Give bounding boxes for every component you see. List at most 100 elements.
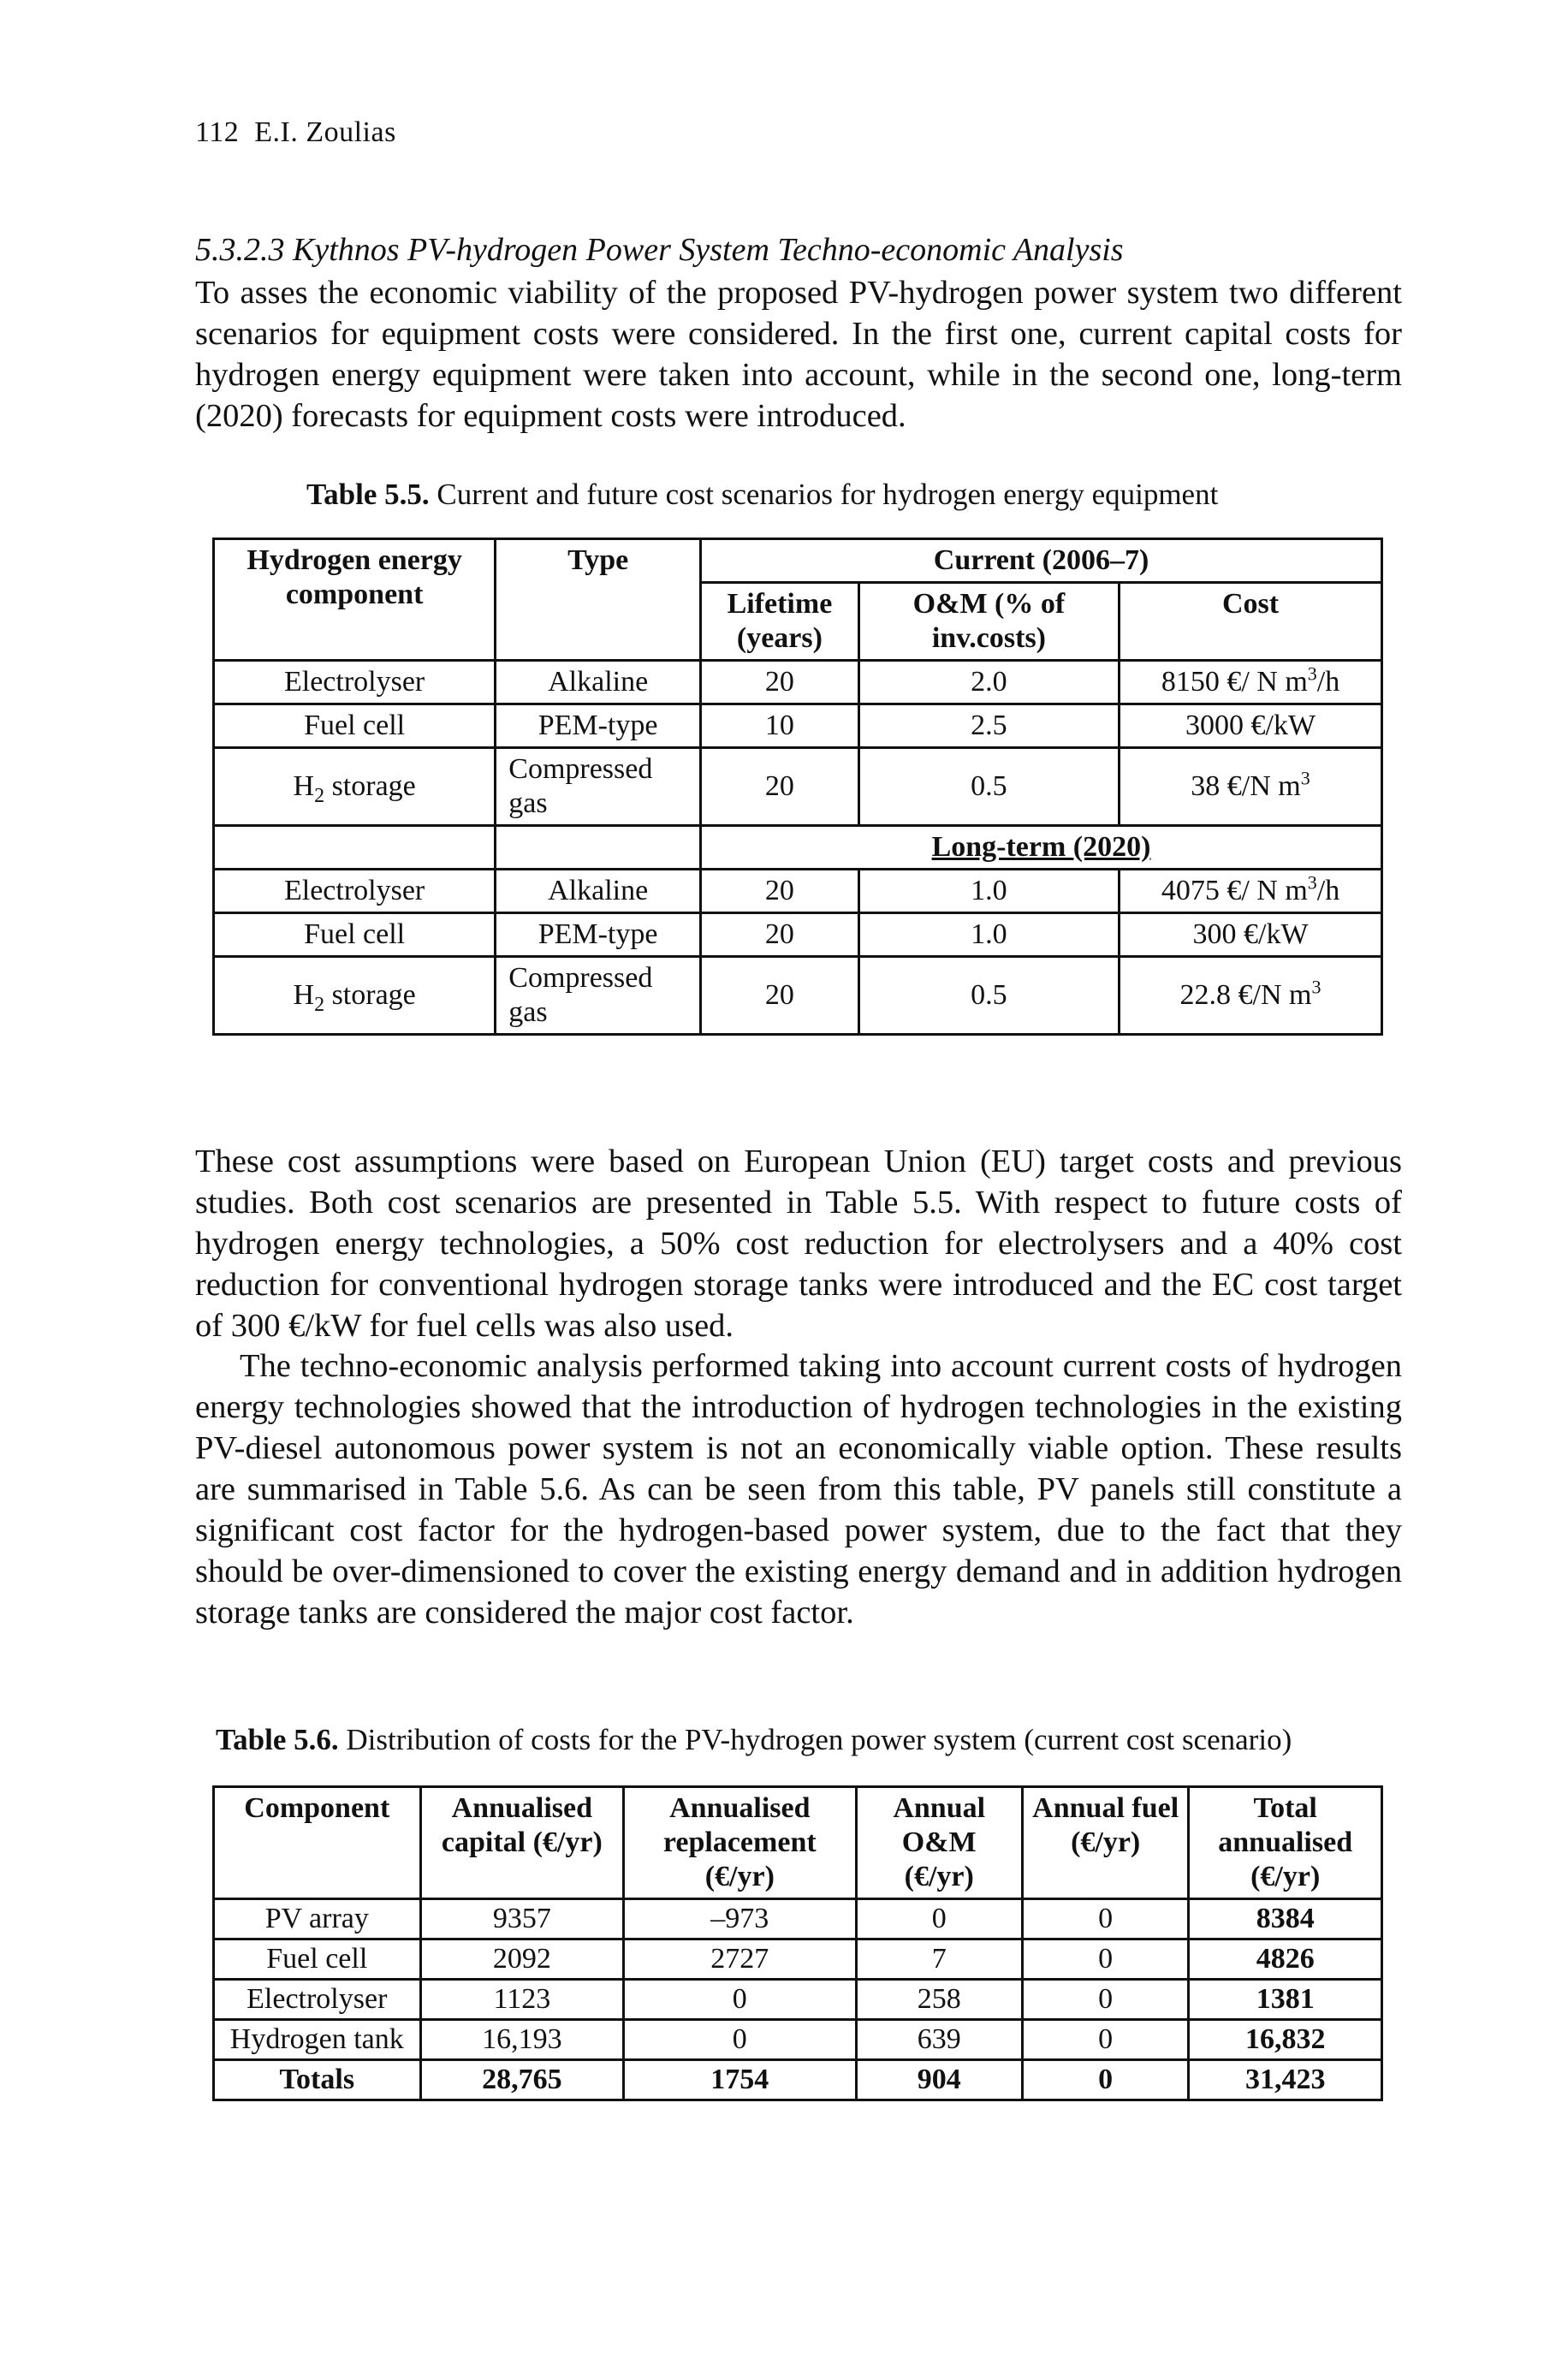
totals-cell: 0 xyxy=(1020,2058,1191,2101)
page-number: 112 xyxy=(195,116,240,148)
table-cell: 2727 xyxy=(622,1938,858,1981)
column-header: Total annualised (€/yr) xyxy=(1187,1785,1383,1900)
table-subheader-row: Lifetime (years)O&M (% of inv.costs)Cost xyxy=(214,581,1383,662)
empty-cell xyxy=(494,824,703,870)
totals-cell: 31,423 xyxy=(1187,2058,1383,2101)
cell-lifetime: 20 xyxy=(699,955,860,1036)
page-header: 112 E.I. Zoulias xyxy=(195,116,396,149)
cell-om: 1.0 xyxy=(857,868,1121,914)
cell-type: Alkaline xyxy=(494,659,703,705)
cost-unit-suffix: /h xyxy=(1316,666,1340,698)
header-lifetime: Lifetime (years) xyxy=(699,581,860,662)
column-header: Annual fuel (€/yr) xyxy=(1020,1785,1191,1900)
table-cell: 7 xyxy=(854,1938,1024,1981)
cell-component: Fuel cell xyxy=(211,912,497,958)
cost-value: 4075 €/ N m xyxy=(1161,875,1308,906)
totals-cell: 1754 xyxy=(622,2058,858,2101)
table-cell: 16,832 xyxy=(1187,2018,1383,2061)
component-name: H xyxy=(293,979,315,1011)
header-om: O&M (% of inv.costs) xyxy=(857,581,1121,662)
table-cell: 0 xyxy=(622,1978,858,2021)
cell-component: Electrolyser xyxy=(211,659,497,705)
cell-cost: 4075 €/ N m3/h xyxy=(1118,868,1383,914)
cell-lifetime: 20 xyxy=(699,912,860,958)
table-cell: 1381 xyxy=(1187,1978,1383,2021)
column-header: Annualised capital (€/yr) xyxy=(419,1785,626,1900)
header-current: Current (2006–7) xyxy=(699,538,1383,584)
longterm-header-row: Long-term (2020) xyxy=(211,824,1383,870)
cell-om: 1.0 xyxy=(857,912,1121,958)
component-name: Fuel cell xyxy=(304,710,406,741)
cell-cost: 38 €/N m3 xyxy=(1118,746,1383,827)
table-cell: 0 xyxy=(1020,1978,1191,2021)
component-name: Electrolyser xyxy=(284,666,425,698)
column-header: Annual O&M (€/yr) xyxy=(854,1785,1024,1900)
table-cell: 0 xyxy=(1020,2018,1191,2061)
cell-component: Fuel cell xyxy=(211,703,497,749)
running-author: E.I. Zoulias xyxy=(254,116,396,148)
cell-cost: 22.8 €/N m3 xyxy=(1118,955,1383,1036)
cell-om: 0.5 xyxy=(857,955,1121,1036)
cost-value: 22.8 €/N m xyxy=(1179,979,1312,1011)
component-name: Fuel cell xyxy=(304,918,406,950)
totals-cell: Totals xyxy=(212,2058,422,2101)
table-cell: Electrolyser xyxy=(212,1978,422,2021)
table-cell: 1123 xyxy=(419,1978,626,2021)
table-cell: 2092 xyxy=(419,1938,626,1981)
component-suffix: storage xyxy=(324,979,416,1011)
cell-type: Compressed gas xyxy=(494,955,703,1036)
component-name: H xyxy=(293,770,315,802)
cell-lifetime: 20 xyxy=(699,868,860,914)
table-cell: Hydrogen tank xyxy=(212,2018,422,2061)
column-header: Component xyxy=(212,1785,422,1900)
table-cell: 0 xyxy=(854,1898,1024,1940)
cell-type: PEM-type xyxy=(494,703,703,749)
assumptions-paragraph: These cost assumptions were based on Eur… xyxy=(195,1143,1402,1344)
cell-component: H2 storage xyxy=(211,955,497,1036)
table-5-5-label: Table 5.5. xyxy=(306,478,430,511)
table-5-5-caption-text: Current and future cost scenarios for hy… xyxy=(437,478,1219,511)
cost-exponent: 3 xyxy=(1311,976,1322,998)
cost-unit-suffix: /h xyxy=(1316,875,1340,906)
table-cell: Fuel cell xyxy=(212,1938,422,1981)
header-type: Type xyxy=(494,538,703,662)
table-5-6-caption-text: Distribution of costs for the PV-hydroge… xyxy=(346,1723,1292,1756)
table-cell: 9357 xyxy=(419,1898,626,1940)
table-cell: –973 xyxy=(622,1898,858,1940)
table-5-5-caption: Table 5.5. Current and future cost scena… xyxy=(306,478,1218,512)
column-header: Annualised replacement (€/yr) xyxy=(622,1785,858,1900)
table-cell: 258 xyxy=(854,1978,1024,2021)
cell-cost: 8150 €/ N m3/h xyxy=(1118,659,1383,705)
cell-om: 2.5 xyxy=(857,703,1121,749)
component-subscript: 2 xyxy=(314,993,325,1016)
cell-lifetime: 10 xyxy=(699,703,860,749)
table-cell: PV array xyxy=(212,1898,422,1940)
header-component: Hydrogen energy component xyxy=(211,538,497,662)
table-cell: 0 xyxy=(622,2018,858,2061)
cell-lifetime: 20 xyxy=(699,659,860,705)
header-longterm: Long-term (2020) xyxy=(699,824,1383,870)
cell-type: Compressed gas xyxy=(494,746,703,827)
totals-cell: 904 xyxy=(854,2058,1024,2101)
cost-value: 8150 €/ N m xyxy=(1161,666,1308,698)
cost-value: 38 €/N m xyxy=(1191,770,1301,802)
table-5-6-caption: Table 5.6. Distribution of costs for the… xyxy=(216,1723,1292,1757)
component-name: Electrolyser xyxy=(284,875,425,906)
table-cell: 4826 xyxy=(1187,1938,1383,1981)
cell-cost: 3000 €/kW xyxy=(1118,703,1383,749)
analysis-paragraph: The techno-economic analysis performed t… xyxy=(195,1348,1402,1631)
totals-cell: 28,765 xyxy=(419,2058,626,2101)
intro-paragraph: To asses the economic viability of the p… xyxy=(195,275,1402,434)
cost-exponent: 3 xyxy=(1307,662,1317,685)
empty-cell xyxy=(211,824,497,870)
